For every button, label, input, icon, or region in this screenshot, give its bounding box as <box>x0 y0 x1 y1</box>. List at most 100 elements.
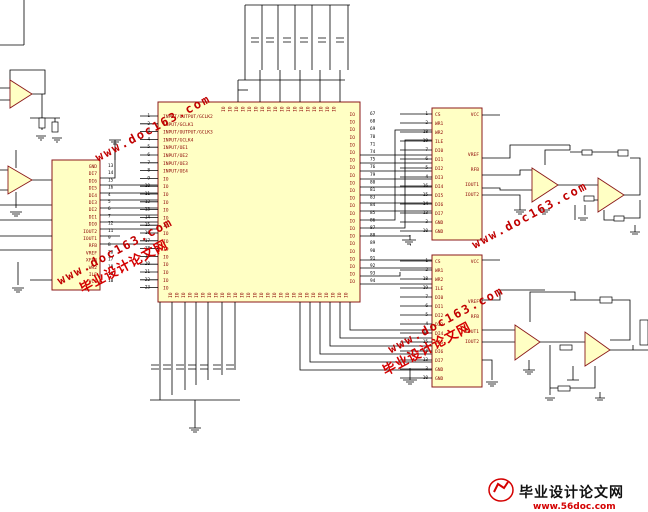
cpld-right-pin-label: IO <box>349 158 355 164</box>
cpld-bottom-pin-label: IO <box>279 292 285 298</box>
cpld-right-pin-label: IO <box>349 218 355 224</box>
cpld-bottom-pin-label: IO <box>285 292 291 298</box>
cpld-right-pin-number: 93 <box>370 271 376 277</box>
cpld-top-pin-label: IO <box>325 106 331 112</box>
cpld-right-pin-label: IO <box>349 173 355 179</box>
dac_bottom-pin-label: DI2 <box>435 313 444 319</box>
cpld-right-pin-label: IO <box>349 256 355 262</box>
left-chip-pin-number: 13 <box>108 163 114 169</box>
cpld-right-pin-label: IO <box>349 127 355 133</box>
cpld-bottom-pin-label: IO <box>181 292 187 298</box>
dac_bottom-pin-label: GND <box>435 367 444 373</box>
cpld-right-pin-label: IO <box>349 226 355 232</box>
cpld-top-pin-label: IO <box>319 106 325 112</box>
dac_bottom-pin-label: DI4 <box>435 331 444 337</box>
left-chip-pin-number: 5 <box>108 199 111 205</box>
top-capacitor <box>300 37 308 43</box>
cpld-bottom-pin-label: IO <box>220 292 226 298</box>
cpld-bottom-pin-label: IO <box>201 292 207 298</box>
dac_top-right-pin-label: VREF <box>468 152 479 158</box>
bottom-capacitor <box>163 364 171 370</box>
cpld-bottom-pin-label: IO <box>188 292 194 298</box>
cpld-right-pin-label: IO <box>349 120 355 126</box>
cpld-top-pin-label: IO <box>228 106 234 112</box>
cpld-right-pin-label: IO <box>349 142 355 148</box>
cpld-right-pin-label: IO <box>349 112 355 118</box>
cpld-left-pin-label: INPUT/GCLK4 <box>163 137 194 143</box>
cpld-bottom-pin-label: IO <box>259 292 265 298</box>
cpld-left-pin-label: INPUT/OE1 <box>163 145 188 151</box>
cpld-bottom-pin-label: IO <box>214 292 220 298</box>
dac_top-pin-label: GND <box>435 229 444 235</box>
cpld-left-pin-label: IO <box>163 278 169 284</box>
cpld-top-pin-label: IO <box>332 106 338 112</box>
dac_bottom-right-pin-label: VCC <box>471 259 480 265</box>
cpld-right-pin-number: 74 <box>370 149 376 155</box>
cpld-left-pin-label: IO <box>163 192 169 198</box>
cpld-top-pin-label: IO <box>260 106 266 112</box>
cpld-bottom-pin-label: IO <box>168 292 174 298</box>
cpld-top-pin-label: IO <box>293 106 299 112</box>
cpld-left-pin-label: IO <box>163 223 169 229</box>
cpld-right-pin-number: 89 <box>370 240 376 246</box>
left-chip-pin-label: DI2 <box>89 207 98 213</box>
dac_bottom-pin-label: DI3 <box>435 322 444 328</box>
dac_top-pin-label: GND <box>435 220 444 226</box>
top-capacitor <box>318 37 326 43</box>
logo-title: 毕业设计论文网 <box>519 484 624 501</box>
left-chip-pin-number: 15 <box>108 177 114 183</box>
cpld-bottom-pin-label: IO <box>240 292 246 298</box>
left-chip-pin-number: 10 <box>108 278 114 284</box>
logo-url: www.56doc.com <box>533 502 616 512</box>
cpld-bottom-pin-label: IO <box>292 292 298 298</box>
cpld-right-pin-label: IO <box>349 180 355 186</box>
top-capacitor <box>266 37 274 43</box>
bottom-capacitor <box>200 364 208 370</box>
cpld-left-pin-label: IO <box>163 247 169 253</box>
left-chip-pin-label: DI7 <box>89 171 98 177</box>
cpld-right-pin-label: IO <box>349 135 355 141</box>
left-chip-pin-label: DI4 <box>89 193 98 199</box>
cpld-right-pin-number: 67 <box>370 111 376 117</box>
cpld-right-pin-number: 84 <box>370 202 376 208</box>
cpld-left-pin-label: IO <box>163 262 169 268</box>
left-chip-pin-label: DI3 <box>89 200 98 206</box>
top-capacitor <box>283 37 291 43</box>
cpld-top-pin-label: IO <box>254 106 260 112</box>
cpld-right-pin-label: IO <box>349 188 355 194</box>
cpld-left-pin-label: IO <box>163 176 169 182</box>
watermark-4: www.doc163.com <box>470 178 591 251</box>
left-chip-pin-number: 8 <box>108 242 111 248</box>
dac_top-pin-label: DI7 <box>435 211 444 217</box>
cpld-left-pin-label: IO <box>163 254 169 260</box>
dac_bottom-right-pin-label: IOUT1 <box>465 329 479 335</box>
cpld-bottom-pin-label: IO <box>324 292 330 298</box>
right-opamps-top <box>531 145 641 235</box>
cpld-top-pin-label: IO <box>221 106 227 112</box>
left-opamp-bottom <box>0 150 53 217</box>
cpld-left-pin-label: IO <box>163 208 169 214</box>
dac_bottom-pin-label: GND <box>435 376 444 382</box>
cpld-left-pin-label: IO <box>163 215 169 221</box>
dac_top-pin-label: WR2 <box>435 130 444 136</box>
cpld-right-pin-number: 70 <box>370 134 376 140</box>
left-chip-pin-label: DI5 <box>89 186 98 192</box>
cpld-top-pin-label: IO <box>273 106 279 112</box>
cpld-right-pin-label: IO <box>349 279 355 285</box>
cpld-bottom-pin-label: IO <box>298 292 304 298</box>
cpld-left-pin-label: INPUT/OE3 <box>163 161 188 167</box>
cpld-bottom-pin-label: IO <box>246 292 252 298</box>
cpld-left-pin-label: INPUT/GCLK1 <box>163 122 194 128</box>
bottom-capacitor <box>213 364 221 370</box>
cpld-top-pin-label: IO <box>241 106 247 112</box>
cpld-left-pin-label: IO <box>163 286 169 292</box>
cpld-right-pin-number: 90 <box>370 248 376 254</box>
left-chip-pin-number: 11 <box>108 228 114 234</box>
cpld-bottom-pin-label: IO <box>331 292 337 298</box>
cpld-right-pin-label: IO <box>349 196 355 202</box>
left-chip-pin-number: 16 <box>108 185 114 191</box>
cpld-left-pin-label: IO <box>163 200 169 206</box>
site-logo: 毕业设计论文网 www.56doc.com <box>488 478 624 512</box>
